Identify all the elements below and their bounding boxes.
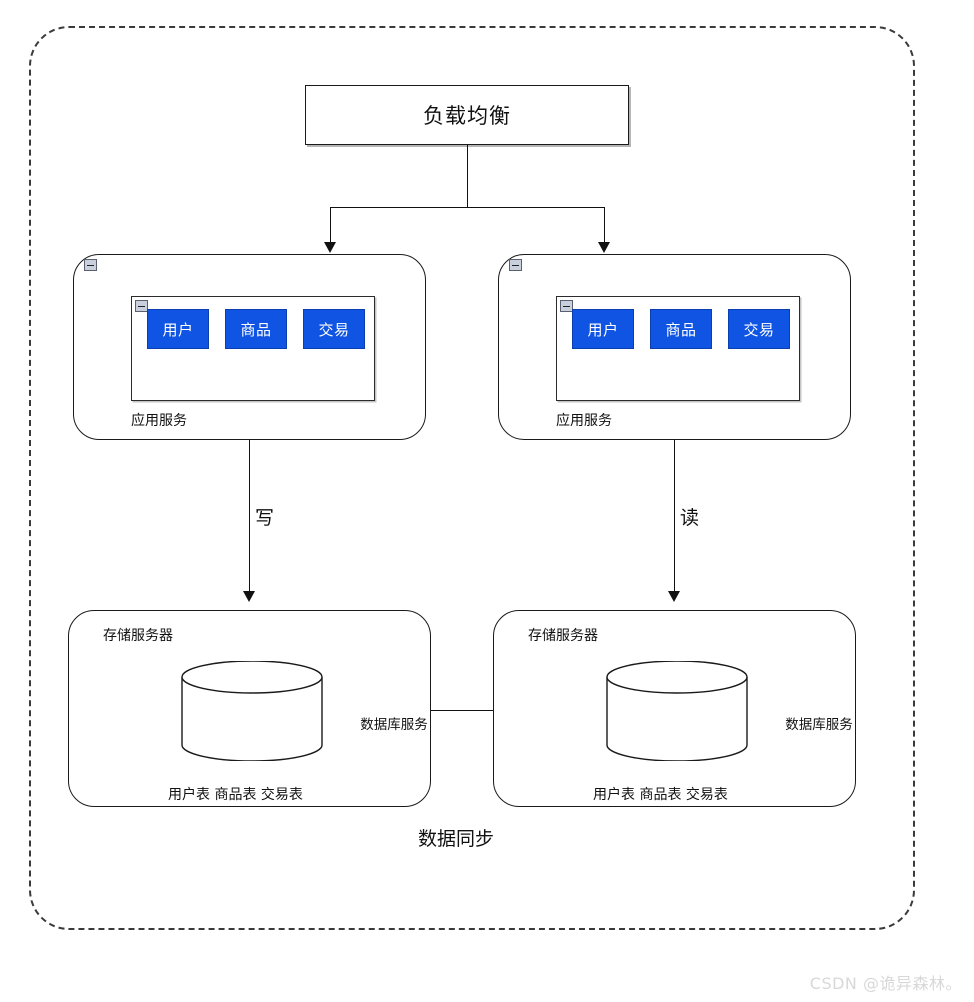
connector-read — [674, 440, 675, 592]
database-cylinder-left[interactable]: 数据库服务 — [181, 660, 428, 762]
service-chip-user-left[interactable]: 用户 — [147, 309, 209, 349]
watermark: CSDN @诡异森林。 — [809, 974, 962, 993]
connector-lb-split-bar — [330, 207, 604, 208]
arrowhead-lb-to-app-right — [598, 242, 610, 253]
app-server-right-label: 应用服务 — [556, 413, 612, 429]
edge-label-read: 读 — [680, 507, 700, 529]
connector-data-sync — [431, 710, 493, 711]
connector-lb-to-app-left — [330, 207, 331, 243]
service-chip-product-left[interactable]: 商品 — [225, 309, 287, 349]
minus-icon[interactable] — [560, 300, 573, 312]
app-server-left[interactable]: 用户 商品 交易 应用服务 — [73, 254, 426, 440]
storage-server-left-title: 存储服务器 — [103, 628, 173, 644]
service-chip-transaction-left[interactable]: 交易 — [303, 309, 365, 349]
database-cylinder-right[interactable]: 数据库服务 — [606, 660, 853, 762]
app-server-left-label: 应用服务 — [131, 413, 187, 429]
minus-icon[interactable] — [135, 300, 148, 312]
arrowhead-read — [668, 591, 680, 602]
connector-lb-to-app-right — [604, 207, 605, 243]
database-cylinder-icon — [606, 660, 748, 762]
service-chip-transaction-right[interactable]: 交易 — [728, 309, 790, 349]
arrowhead-write — [243, 591, 255, 602]
storage-server-left[interactable]: 存储服务器 数据库服务 用户表 商品表 交易表 — [68, 610, 431, 807]
storage-server-right[interactable]: 存储服务器 数据库服务 用户表 商品表 交易表 — [493, 610, 856, 807]
service-chip-label: 用户 — [587, 320, 619, 339]
edge-label-write: 写 — [255, 507, 275, 529]
storage-server-right-title: 存储服务器 — [528, 628, 598, 644]
service-chip-label: 交易 — [318, 320, 350, 339]
service-chip-label: 商品 — [240, 320, 272, 339]
app-services-panel-left[interactable]: 用户 商品 交易 — [131, 296, 375, 401]
database-label-right: 数据库服务 — [785, 717, 853, 733]
service-chip-label: 商品 — [665, 320, 697, 339]
app-services-panel-right[interactable]: 用户 商品 交易 — [556, 296, 800, 401]
app-server-right[interactable]: 用户 商品 交易 应用服务 — [498, 254, 851, 440]
load-balancer-node[interactable]: 负载均衡 — [305, 85, 629, 145]
storage-tables-label-left: 用户表 商品表 交易表 — [168, 787, 303, 803]
connector-lb-stem — [467, 145, 468, 207]
database-label-left: 数据库服务 — [360, 717, 428, 733]
minus-icon[interactable] — [509, 259, 522, 271]
connector-write — [249, 440, 250, 592]
data-sync-label: 数据同步 — [418, 828, 495, 850]
service-chip-label: 交易 — [743, 320, 775, 339]
service-chip-user-right[interactable]: 用户 — [572, 309, 634, 349]
database-cylinder-icon — [181, 660, 323, 762]
service-chip-label: 用户 — [162, 320, 194, 339]
storage-tables-label-right: 用户表 商品表 交易表 — [593, 787, 728, 803]
minus-icon[interactable] — [84, 259, 97, 271]
arrowhead-lb-to-app-left — [324, 242, 336, 253]
diagram-boundary — [29, 26, 915, 930]
load-balancer-label: 负载均衡 — [423, 104, 511, 128]
service-chip-product-right[interactable]: 商品 — [650, 309, 712, 349]
